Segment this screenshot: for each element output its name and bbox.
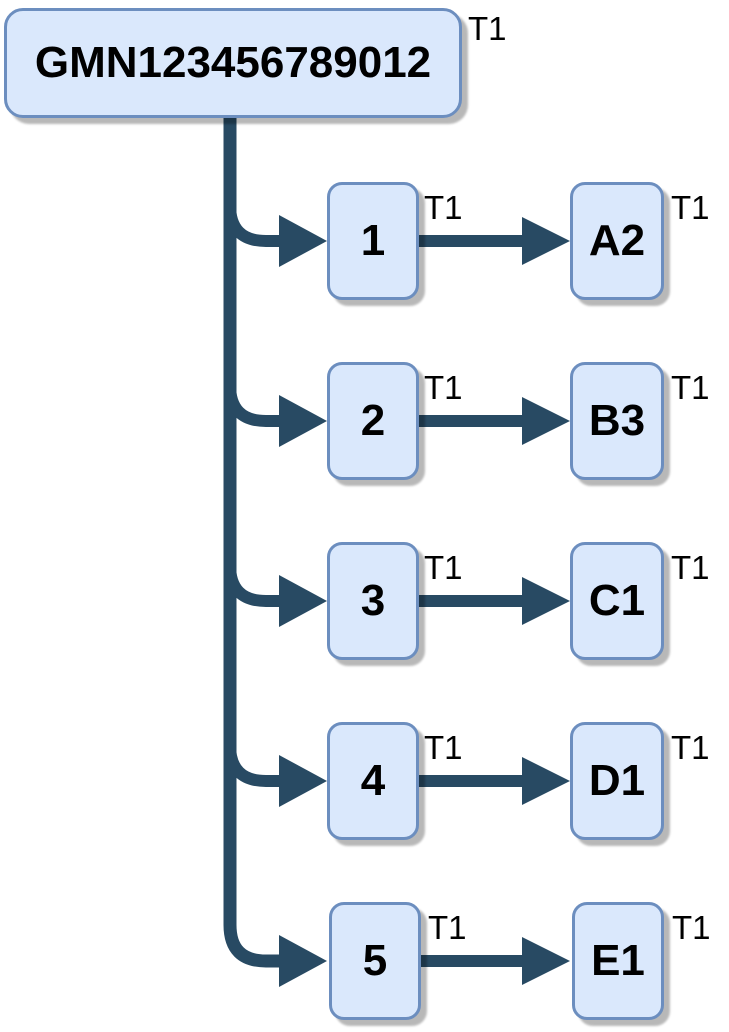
node-root-label: GMN123456789012: [34, 38, 432, 87]
branch-arrowhead-icon: [279, 575, 327, 627]
branch-arrowhead-icon: [279, 395, 327, 447]
node-label: D1: [588, 756, 646, 805]
trunk-connector: [223, 112, 281, 968]
branch-connector-4: [224, 744, 281, 787]
branch-connector-2: [224, 384, 281, 427]
target-tag-label: T1: [672, 909, 711, 946]
node-label: C1: [588, 576, 646, 625]
target-tag-label: T1: [671, 729, 710, 766]
branch-arrowhead-icon: [279, 755, 327, 807]
root-tag-label: T1: [468, 10, 507, 47]
edge-tag-label: T1: [424, 369, 463, 406]
target-tag-label: T1: [671, 549, 710, 586]
target-tag-label: T1: [671, 369, 710, 406]
node-target-C1: C1: [570, 542, 664, 660]
edge-arrowhead-icon: [522, 577, 570, 625]
branch-connector-1: [224, 204, 281, 247]
node-target-B3: B3: [570, 362, 664, 480]
node-label: 5: [362, 936, 388, 985]
branch-arrowhead-icon: [279, 935, 327, 987]
node-source-3: 3: [327, 542, 419, 660]
branch-arrowhead-icon: [279, 215, 327, 267]
node-source-1: 1: [327, 182, 419, 300]
edge-arrowhead-icon: [522, 397, 570, 445]
node-label: B3: [588, 396, 646, 445]
node-root: GMN123456789012: [4, 8, 462, 118]
node-source-5: 5: [329, 902, 421, 1020]
edge-tag-label: T1: [428, 909, 467, 946]
node-source-2: 2: [327, 362, 419, 480]
node-target-E1: E1: [572, 902, 664, 1020]
node-label: 2: [360, 396, 386, 445]
node-target-A2: A2: [570, 182, 664, 300]
edge-arrowhead-icon: [522, 217, 570, 265]
node-target-D1: D1: [570, 722, 664, 840]
edge-arrowhead-icon: [522, 757, 570, 805]
node-label: 3: [360, 576, 386, 625]
node-label: E1: [591, 936, 645, 985]
node-label: 1: [360, 216, 386, 265]
node-label: 4: [360, 756, 386, 805]
node-label: A2: [588, 216, 646, 265]
target-tag-label: T1: [671, 189, 710, 226]
edge-tag-label: T1: [424, 189, 463, 226]
edge-tag-label: T1: [424, 549, 463, 586]
edge-arrowhead-icon: [522, 937, 570, 985]
edge-tag-label: T1: [424, 729, 463, 766]
branch-connector-3: [224, 564, 281, 607]
node-source-4: 4: [327, 722, 419, 840]
